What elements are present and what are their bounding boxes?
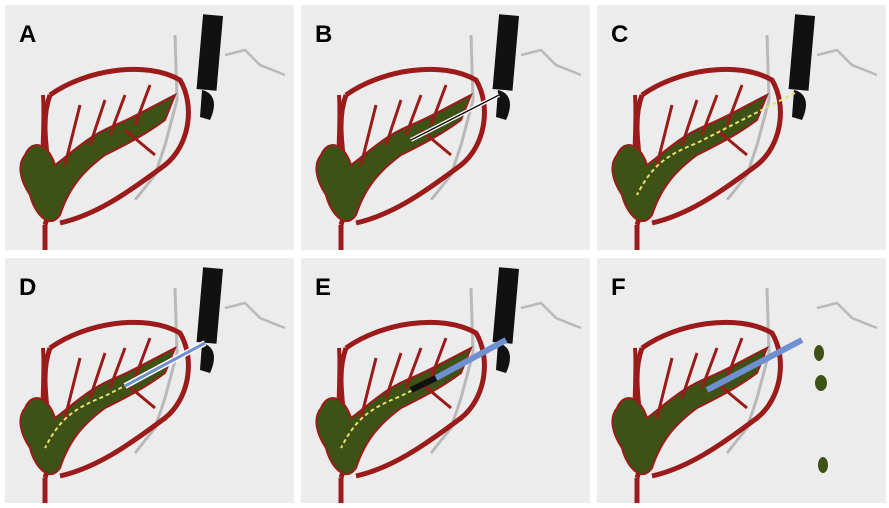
gallbladder-biliary-illustration bbox=[20, 14, 285, 250]
panel-label: C bbox=[611, 23, 628, 47]
gallbladder-biliary-illustration bbox=[316, 14, 581, 250]
gallbladder-biliary-illustration bbox=[612, 14, 877, 250]
panel-c-illustration bbox=[597, 5, 886, 250]
panel-a: A bbox=[5, 5, 294, 250]
panel-label: B bbox=[315, 23, 332, 47]
gallbladder-biliary-illustration bbox=[20, 267, 285, 503]
panel-label: A bbox=[19, 23, 36, 47]
panel-e: E bbox=[301, 258, 590, 503]
panel-label: F bbox=[611, 276, 626, 300]
panel-label: D bbox=[19, 276, 36, 300]
panel-d-illustration bbox=[5, 258, 294, 503]
panel-d: D bbox=[5, 258, 294, 503]
panel-b-illustration bbox=[301, 5, 590, 250]
panel-f-illustration bbox=[597, 258, 886, 503]
panel-label: E bbox=[315, 276, 331, 300]
panel-c: C bbox=[597, 5, 886, 250]
gallbladder-biliary-illustration bbox=[316, 267, 581, 503]
panel-b: B bbox=[301, 5, 590, 250]
gallbladder-biliary-illustration bbox=[612, 288, 877, 503]
panel-f: F bbox=[597, 258, 886, 503]
panel-e-illustration bbox=[301, 258, 590, 503]
panel-a-illustration bbox=[5, 5, 294, 250]
